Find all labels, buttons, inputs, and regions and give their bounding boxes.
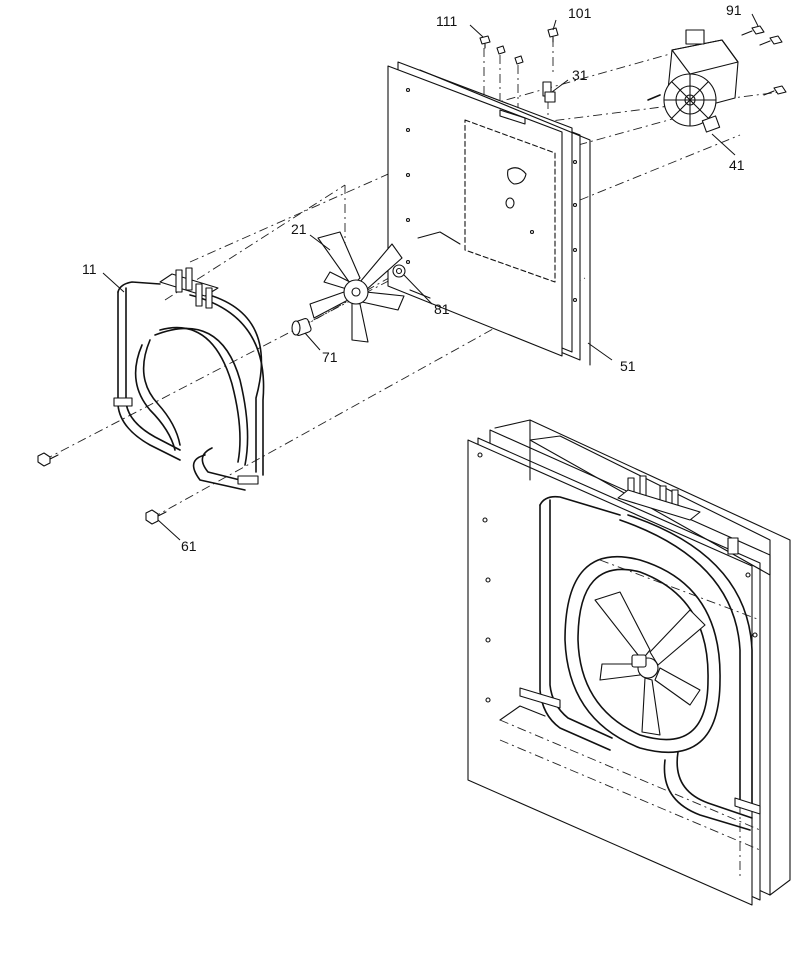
motor-screws [741,25,787,96]
callout-101: 101 [568,5,592,21]
callout-111: 111 [436,13,457,29]
fan-blade [309,231,405,343]
fan-baffle-panel [387,61,591,366]
screw-61 [145,509,167,525]
callout-21: 21 [291,221,307,237]
stud-clip [542,81,556,103]
panel-edge-holes [405,87,578,303]
top-screws [479,27,559,65]
callout-91: 91 [726,2,742,18]
callout-leaders [102,13,759,541]
heating-element [113,267,265,491]
callout-31: 31 [572,67,588,83]
screw-left [37,452,59,467]
callout-61: 61 [181,538,197,554]
assembled-panel-holes [477,452,758,703]
washer [392,264,406,278]
callout-41: 41 [729,157,745,173]
assembled-view [467,419,791,906]
callout-labels: 11 21 31 41 51 61 71 81 91 101 111 [82,2,745,554]
callout-51: 51 [620,358,636,374]
hub-nut [291,317,312,337]
fan-motor [647,29,739,133]
callout-81: 81 [434,301,450,317]
callout-11: 11 [82,261,97,277]
callout-71: 71 [322,349,338,365]
